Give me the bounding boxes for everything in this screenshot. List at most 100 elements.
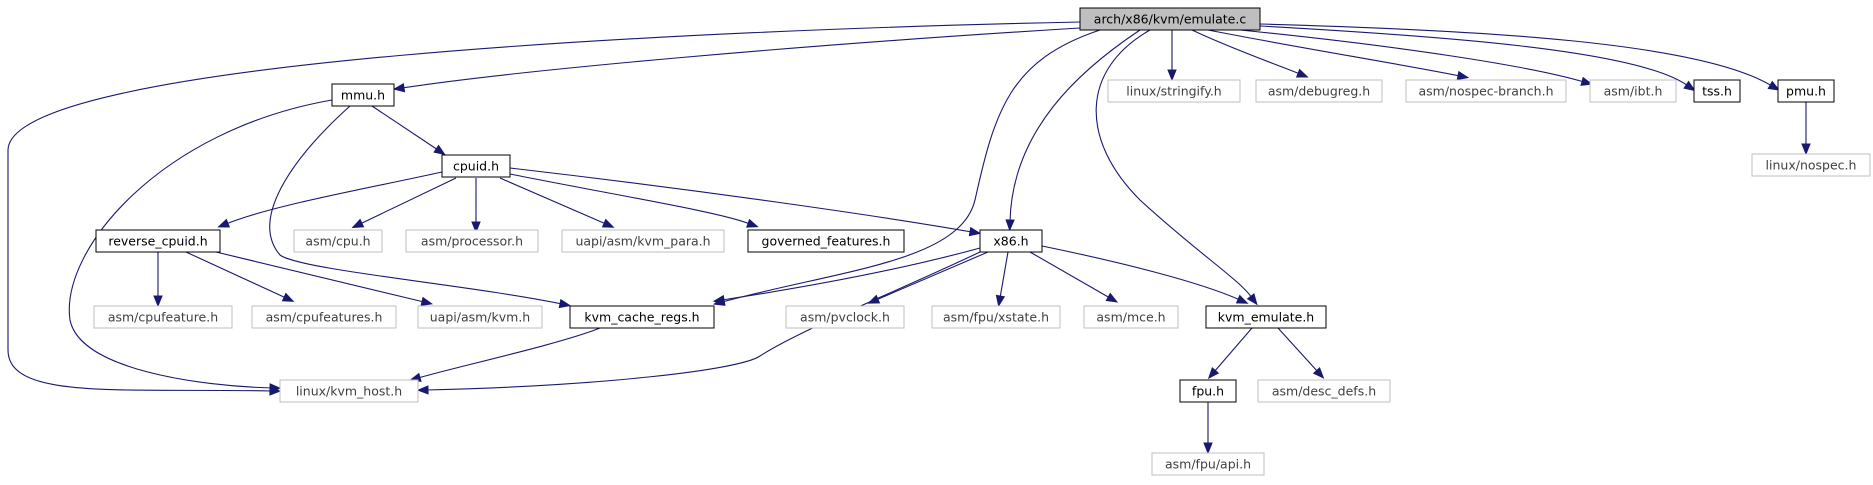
node-asm-debugreg-h: asm/debugreg.h [1255,79,1383,103]
edge-cpuid_h-to-uapi_asm_kvm_para_h [499,177,615,228]
node-label: asm/cpu.h [305,234,370,249]
node-label: linux/stringify.h [1126,84,1221,99]
node-label: asm/cpufeatures.h [266,310,383,325]
node-box [1107,79,1241,103]
node-asm-ibt-h: asm/ibt.h [1589,79,1677,103]
edge-emulate_c-to-asm_ibt_h [1239,29,1593,86]
arrowhead [1246,293,1258,306]
arrowhead [968,226,982,237]
node-label: asm/nospec-branch.h [1419,84,1554,99]
node-asm-cpufeature-h: asm/cpufeature.h [93,305,233,329]
node-emulate-c[interactable]: arch/x86/kvm/emulate.c [1079,7,1261,31]
edge-emulate_c-to-asm_debugreg_h [1191,29,1309,78]
node-box [1255,79,1383,103]
node-box [1083,305,1179,329]
node-pmu-h[interactable]: pmu.h [1777,79,1835,103]
arrowhead [1312,366,1325,379]
edge-kvm_emulate_h-to-fpu_h [1207,327,1253,380]
node-cpuid-h[interactable]: cpuid.h [441,154,511,178]
node-label: uapi/asm/kvm_para.h [575,234,710,249]
node-box [1777,79,1835,103]
edge-x86_h-to-kvm_cache_regs_h [712,247,981,305]
node-label: linux/nospec.h [1766,158,1857,173]
node-box [293,229,383,253]
arrowhead [217,218,231,228]
arrowhead [471,221,481,234]
node-label: asm/debugreg.h [1268,84,1370,99]
node-asm-nospec-branch-h: asm/nospec-branch.h [1405,79,1567,103]
node-label: x86.h [993,234,1028,249]
node-linux-kvm-host-h: linux/kvm_host.h [279,379,419,403]
node-label: asm/cpufeature.h [108,310,218,325]
arrowhead [269,383,282,393]
node-box [1751,153,1871,177]
node-label: tss.h [1702,84,1732,99]
node-asm-desc-defs-h: asm/desc_defs.h [1257,379,1391,403]
edge-mmu_h-to-kvm_cache_regs_h [269,105,572,309]
edge-pmu_h-to-linux_nospec_h [1801,102,1811,156]
node-governed-features-h[interactable]: governed_features.h [747,229,905,253]
node-box [417,305,543,329]
edge-emulate_c-to-pmu_h [1259,23,1781,91]
node-box [785,305,905,329]
edge-emulate_c-to-kvm_emulate_h [1095,29,1258,306]
node-label: asm/mce.h [1096,310,1165,325]
node-box [1079,7,1261,31]
node-x86-h[interactable]: x86.h [979,229,1043,253]
node-asm-fpu-xstate-h: asm/fpu/xstate.h [931,305,1061,329]
edge-x86_h-to-asm_pvclock_h [867,251,989,304]
node-box [747,229,905,253]
node-tss-h[interactable]: tss.h [1693,79,1741,103]
edge-reverse_cpuid_h-to-uapi_asm_kvm_h [215,251,434,307]
node-box [561,229,725,253]
node-box [251,305,397,329]
node-label: uapi/asm/kvm.h [430,310,530,325]
node-box [93,305,233,329]
arrowhead [1767,80,1781,91]
edge-x86_h-to-kvm_emulate_h [1041,245,1249,304]
edge-emulate_c-to-linux_stringify_h [1167,30,1177,82]
node-label: linux/kvm_host.h [296,384,402,399]
node-box [441,154,511,178]
node-box [1205,305,1327,329]
node-label: cpuid.h [453,159,499,174]
arrowhead [601,218,615,228]
node-uapi-asm-kvm-h: uapi/asm/kvm.h [417,305,543,329]
node-uapi-asm-kvm-para-h: uapi/asm/kvm_para.h [561,229,725,253]
node-box [931,305,1061,329]
node-label: reverse_cpuid.h [108,234,207,249]
arrowhead [712,294,726,305]
node-box [1257,379,1391,403]
edge-emulate_c-to-tss_h [1259,25,1696,92]
node-fpu-h[interactable]: fpu.h [1179,379,1237,403]
node-box [1179,379,1237,403]
arrowhead [867,294,881,304]
arrowhead [153,295,163,308]
arrowhead [1105,292,1119,303]
node-label: asm/fpu/api.h [1165,457,1251,472]
edge-cpuid_h-to-asm_processor_h [471,178,481,234]
node-asm-mce-h: asm/mce.h [1083,305,1179,329]
edge-reverse_cpuid_h-to-asm_cpufeature_h [153,252,163,308]
node-label: pmu.h [1786,84,1826,99]
node-kvm-emulate-h[interactable]: kvm_emulate.h [1205,305,1327,329]
arrowhead [1203,442,1213,455]
node-label: governed_features.h [762,234,891,249]
node-kvm-cache-regs-h[interactable]: kvm_cache_regs.h [569,305,715,329]
edge-cpuid_h-to-asm_cpu_h [351,177,457,229]
node-box [1693,79,1741,103]
edge-cpuid_h-to-governed_features_h [509,173,759,228]
arrowhead [558,298,572,309]
arrowhead [1580,76,1593,86]
node-label: asm/ibt.h [1604,84,1663,99]
node-label: asm/desc_defs.h [1272,384,1376,399]
node-box [1151,452,1265,476]
node-linux-stringify-h: linux/stringify.h [1107,79,1241,103]
edge-cpuid_h-to-reverse_cpuid_h [217,171,443,228]
node-asm-fpu-api-h: asm/fpu/api.h [1151,452,1265,476]
arrowhead [1005,219,1015,232]
node-reverse-cpuid-h[interactable]: reverse_cpuid.h [95,229,221,253]
node-label: kvm_emulate.h [1218,310,1314,325]
node-mmu-h[interactable]: mmu.h [331,83,395,107]
